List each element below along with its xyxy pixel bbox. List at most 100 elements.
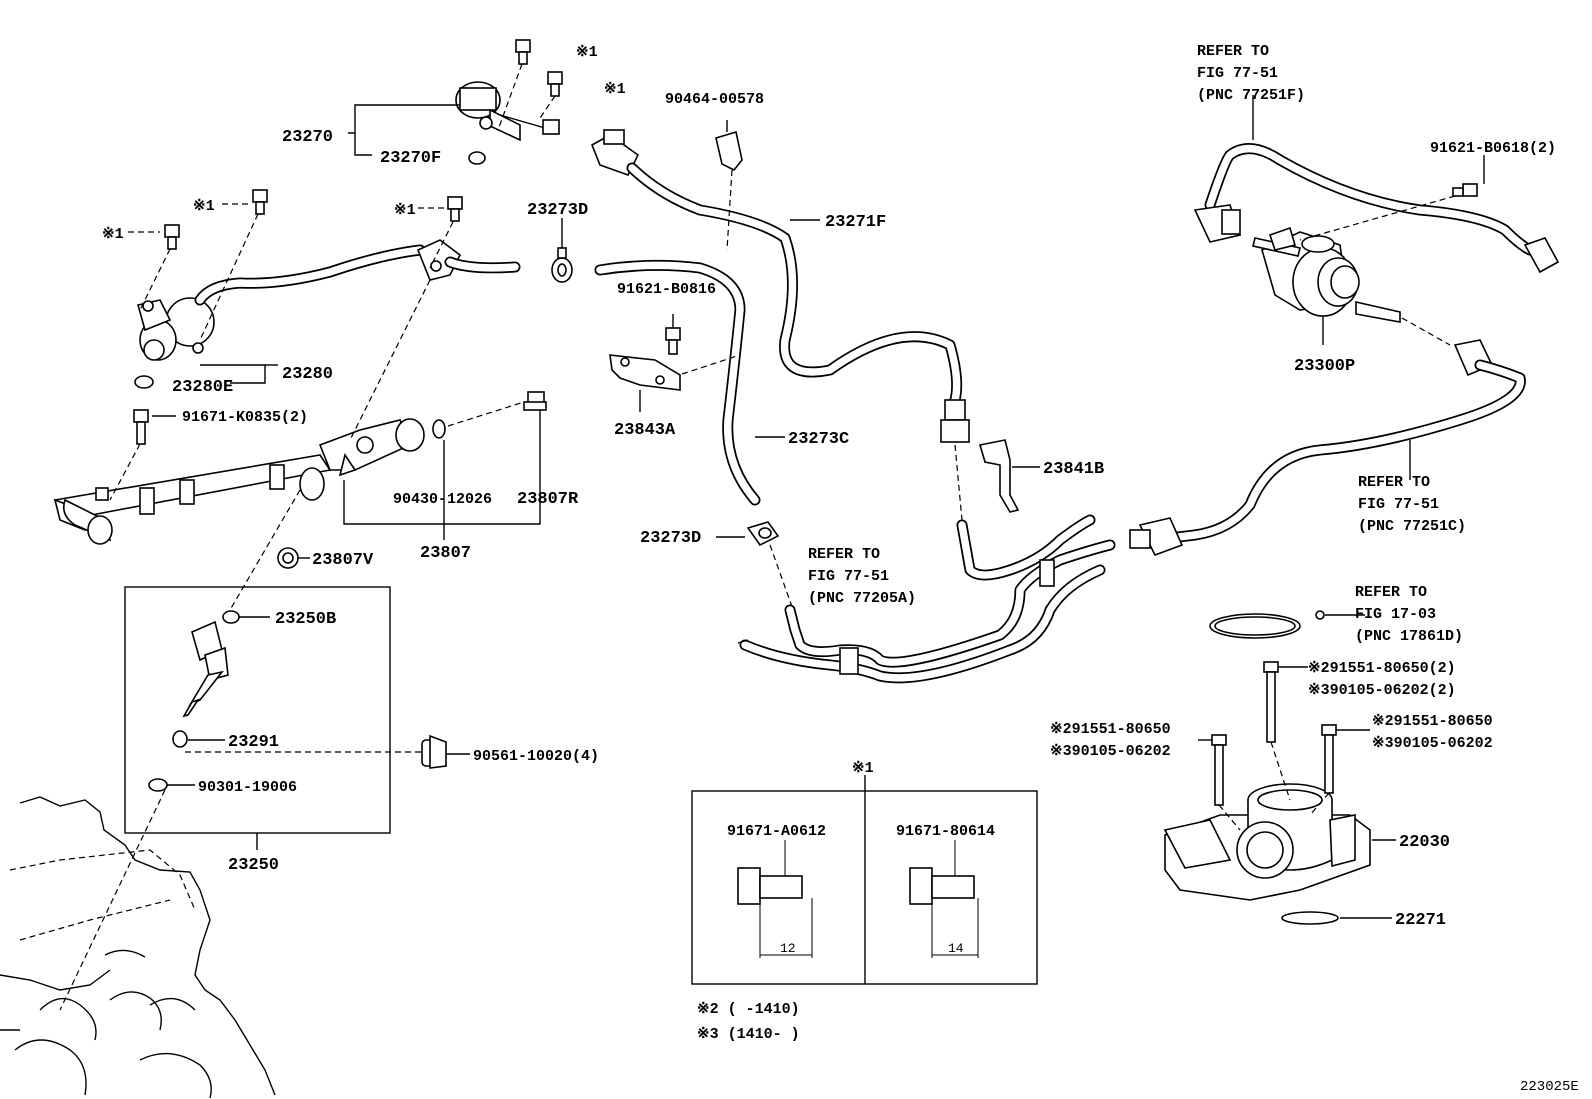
- label-23270F: 23270F: [380, 149, 441, 168]
- label-90430-12026: 90430-12026: [393, 491, 492, 508]
- legend-part-91671-A0612: 91671-A0612: [727, 823, 826, 840]
- label-star1: ※1: [394, 202, 416, 219]
- svg-text:(PNC 77251F): (PNC 77251F): [1197, 87, 1305, 104]
- throttle-body-22030: [1163, 783, 1371, 901]
- svg-text:FIG 77-51: FIG 77-51: [808, 568, 889, 585]
- legend-note-2: ※2 ( -1410): [697, 1001, 800, 1018]
- bolt-icon: [447, 196, 463, 222]
- o-ring-23280E: [134, 375, 154, 389]
- hose-77251F: [1193, 143, 1560, 274]
- label-22030: 22030: [1399, 833, 1450, 852]
- label-star1-legend: ※1: [852, 760, 874, 777]
- purge-vsv-23300P: [1252, 226, 1401, 323]
- label-23273C: 23273C: [788, 430, 849, 449]
- label-23807: 23807: [420, 544, 471, 563]
- label-23250B: 23250B: [275, 610, 336, 629]
- label-star1: ※1: [576, 44, 598, 61]
- bracket-23843A: [609, 354, 681, 391]
- svg-text:REFER TO: REFER TO: [1355, 584, 1427, 601]
- svg-text:FIG 77-51: FIG 77-51: [1197, 65, 1278, 82]
- legend-dim-12: 12: [780, 941, 796, 956]
- note-91551-80650-left: ※291551-80650: [1050, 721, 1171, 738]
- note-91551-80650-2: ※291551-80650(2): [1308, 660, 1456, 677]
- legend-dim-14: 14: [948, 941, 964, 956]
- note-90105-06202-right: ※390105-06202: [1372, 735, 1493, 752]
- clamp-23273D-top: [551, 247, 573, 283]
- refer-note-77251F: REFER TO FIG 77-51 (PNC 77251F): [1197, 43, 1305, 104]
- svg-text:FIG 17-03: FIG 17-03: [1355, 606, 1436, 623]
- refer-note-77205A: REFER TO FIG 77-51 (PNC 77205A): [808, 546, 916, 607]
- label-23300P: 23300P: [1294, 357, 1355, 376]
- bolt-icon: [252, 189, 268, 215]
- bolt-icon: [665, 327, 681, 355]
- svg-text:REFER TO: REFER TO: [808, 546, 880, 563]
- insulator-90561: [421, 734, 447, 769]
- svg-text:(PNC 77251C): (PNC 77251C): [1358, 518, 1466, 535]
- label-90464-00578: 90464-00578: [665, 91, 764, 108]
- label-23280: 23280: [282, 365, 333, 384]
- grommet-23807V: [277, 547, 299, 569]
- fuel-delivery-pipe: [53, 418, 425, 545]
- label-23273D-bottom: 23273D: [640, 529, 701, 548]
- pressure-regulator-23280: [137, 244, 426, 361]
- injector-assembly-box: [124, 586, 391, 834]
- label-90561-10020: 90561-10020(4): [473, 748, 599, 765]
- label-23270: 23270: [282, 128, 333, 147]
- bolt-icon: [133, 409, 149, 445]
- label-star1: ※1: [604, 81, 626, 98]
- refer-note-17861D: REFER TO FIG 17-03 (PNC 17861D): [1355, 584, 1463, 645]
- fuel-hose-23273C: [594, 259, 761, 506]
- svg-text:REFER TO: REFER TO: [1197, 43, 1269, 60]
- svg-text:FIG 77-51: FIG 77-51: [1358, 496, 1439, 513]
- bolt-icon: [164, 224, 180, 250]
- note-90105-06202-2: ※390105-06202(2): [1308, 682, 1456, 699]
- label-star1: ※1: [102, 226, 124, 243]
- label-23807V: 23807V: [312, 551, 374, 570]
- svg-text:(PNC 17861D): (PNC 17861D): [1355, 628, 1463, 645]
- clip-90464: [715, 130, 743, 172]
- gasket-22271: [1281, 911, 1339, 925]
- fuel-tubes-77205A: [737, 514, 1116, 684]
- label-23273D-top: 23273D: [527, 201, 588, 220]
- label-23841B: 23841B: [1043, 460, 1104, 479]
- label-23843A: 23843A: [614, 421, 676, 440]
- bolt-icon: [515, 39, 531, 65]
- pressure-damper-23270: [455, 81, 560, 142]
- label-90301-19006: 90301-19006: [198, 779, 297, 796]
- bolt-icon: [1211, 734, 1227, 806]
- svg-text:(PNC 77205A): (PNC 77205A): [808, 590, 916, 607]
- figure-id: 223025E: [1520, 1079, 1579, 1095]
- plug-23807R: [523, 391, 547, 411]
- label-star1: ※1: [193, 198, 215, 215]
- label-91621-B0816: 91621-B0816: [617, 281, 716, 298]
- label-22271: 22271: [1395, 911, 1446, 930]
- label-23271F: 23271F: [825, 213, 886, 232]
- bolt-icon: [547, 71, 563, 97]
- o-ring-23270F: [468, 151, 486, 165]
- cushion-23291: [172, 730, 188, 748]
- fuel-hose-23271F: [590, 129, 970, 443]
- bolt-icon: [1263, 661, 1279, 743]
- bolt-icon: [1452, 183, 1478, 197]
- clip-23841B: [978, 439, 1020, 513]
- clamp-23273D-bottom: [746, 521, 780, 547]
- o-ring-23250B: [222, 610, 240, 624]
- note-91551-80650-right: ※291551-80650: [1372, 713, 1493, 730]
- legend-part-91671-80614: 91671-80614: [896, 823, 995, 840]
- svg-text:REFER TO: REFER TO: [1358, 474, 1430, 491]
- bolt-icon: [1321, 724, 1337, 794]
- gasket-ring-17861D: [1209, 613, 1301, 639]
- o-ring-90430: [432, 419, 446, 439]
- refer-note-77251C: REFER TO FIG 77-51 (PNC 77251C): [1358, 474, 1466, 535]
- bolt-legend-box: [691, 775, 1038, 985]
- label-23291: 23291: [228, 733, 279, 752]
- label-91671-K0835: 91671-K0835(2): [182, 409, 308, 426]
- hose-77251C: [1129, 339, 1526, 556]
- label-23250: 23250: [228, 856, 279, 875]
- label-91621-B0618: 91621-B0618(2): [1430, 140, 1556, 157]
- fuel-injector-23250: [182, 620, 229, 718]
- engine-block-outline: [0, 796, 276, 1099]
- fuel-pipe-connector: [416, 239, 521, 281]
- legend-note-3: ※3 (1410- ): [697, 1026, 800, 1043]
